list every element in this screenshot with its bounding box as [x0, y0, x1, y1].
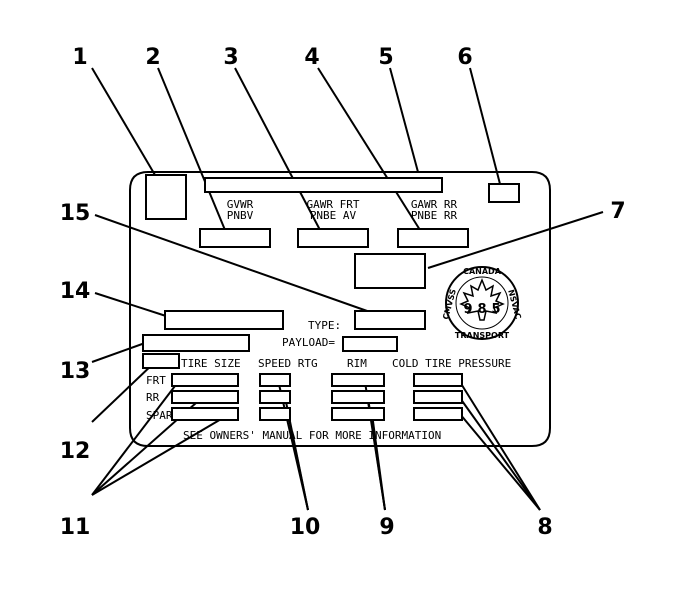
leader-9c	[371, 413, 386, 511]
callout-14: 14	[60, 279, 91, 304]
payload-box	[342, 336, 398, 352]
manufacturer-box	[204, 177, 443, 193]
callout-4: 4	[304, 45, 319, 70]
rim-header: RIM	[347, 357, 367, 370]
tire-size-frt-box	[171, 373, 239, 387]
leader-10c	[287, 413, 309, 511]
callout-6: 6	[457, 45, 472, 70]
rim-rr-box	[331, 390, 385, 404]
leader-2	[157, 67, 226, 231]
row-label-frt: FRT	[146, 374, 166, 387]
leader-11a	[91, 381, 179, 496]
leader-8a	[459, 381, 541, 511]
leader-12	[91, 361, 156, 423]
leader-7	[427, 211, 604, 269]
rim-spare-box	[331, 407, 385, 421]
callout-11: 11	[60, 515, 91, 540]
tire-size-spare-box	[171, 407, 239, 421]
date-box	[488, 183, 520, 203]
gawr-rr-box	[397, 228, 469, 248]
callout-12: 12	[60, 439, 91, 464]
pnbe-av-label: PNBE AV	[310, 209, 357, 222]
callout-5: 5	[378, 45, 393, 70]
leader-3	[234, 67, 321, 231]
rpo-box	[142, 334, 250, 352]
vin-box	[354, 253, 426, 289]
gawr-frt-box	[297, 228, 369, 248]
tire-size-rr-box	[171, 390, 239, 404]
callout-1: 1	[72, 45, 87, 70]
callout-2: 2	[145, 45, 160, 70]
leader-8b	[459, 397, 541, 511]
seal-bottom-text: TRANSPORT	[455, 331, 510, 340]
vehicle-id-box	[164, 310, 284, 330]
type-label: TYPE:	[308, 319, 341, 332]
leader-15	[94, 214, 371, 313]
callout-13: 13	[60, 359, 91, 384]
leader-13	[91, 342, 146, 363]
seal-digit-1: 9	[463, 302, 472, 317]
leader-4	[317, 67, 421, 231]
row-label-spare: SPARE	[146, 409, 179, 422]
footer-text: SEE OWNERS' MANUAL FOR MORE INFORMATION	[183, 429, 441, 442]
leader-8c	[459, 413, 541, 511]
callout-7: 7	[610, 199, 625, 224]
logo-box	[145, 174, 187, 220]
leader-6	[469, 67, 501, 185]
pnbe-rr-label: PNBE RR	[411, 209, 458, 222]
callout-9: 9	[379, 515, 394, 540]
pnbv-label: PNBV	[227, 209, 254, 222]
gawr-rr-label: GAWR RR	[411, 198, 458, 211]
gvwr-box	[199, 228, 271, 248]
seal-top-text: CANADA	[463, 267, 502, 276]
rim-frt-box	[331, 373, 385, 387]
speed-rtg-spare-box	[259, 407, 291, 421]
leader-11c	[91, 414, 229, 496]
callout-10: 10	[290, 515, 321, 540]
speed-rtg-rr-box	[259, 390, 291, 404]
callout-8: 8	[537, 515, 552, 540]
tire-size-header: TIRE SIZE	[181, 357, 241, 370]
callout-15: 15	[60, 201, 91, 226]
row-label-rr: RR	[146, 391, 160, 404]
pressure-rr-box	[413, 390, 463, 404]
speed-rtg-header: SPEED RTG	[258, 357, 318, 370]
gawr-frt-label: GAWR FRT	[307, 198, 360, 211]
pressure-frt-box	[413, 373, 463, 387]
gvwr-label: GVWR	[227, 198, 254, 211]
tire-code-box	[142, 353, 180, 369]
seal-digit-3: 5	[491, 302, 500, 317]
leader-14	[94, 292, 167, 317]
type-box	[354, 310, 426, 330]
speed-rtg-frt-box	[259, 373, 291, 387]
leader-1	[91, 67, 156, 176]
pressure-spare-box	[413, 407, 463, 421]
seal-digit-2: 8	[477, 302, 486, 317]
cold-tire-pressure-header: COLD TIRE PRESSURE	[392, 357, 511, 370]
payload-label: PAYLOAD=	[282, 336, 335, 349]
canada-transport-seal: CANADA TRANSPORT CMVSS NSVAC 9 8 5	[441, 266, 523, 340]
maple-leaf-icon	[459, 277, 505, 321]
leader-5	[389, 67, 419, 173]
callout-3: 3	[223, 45, 238, 70]
